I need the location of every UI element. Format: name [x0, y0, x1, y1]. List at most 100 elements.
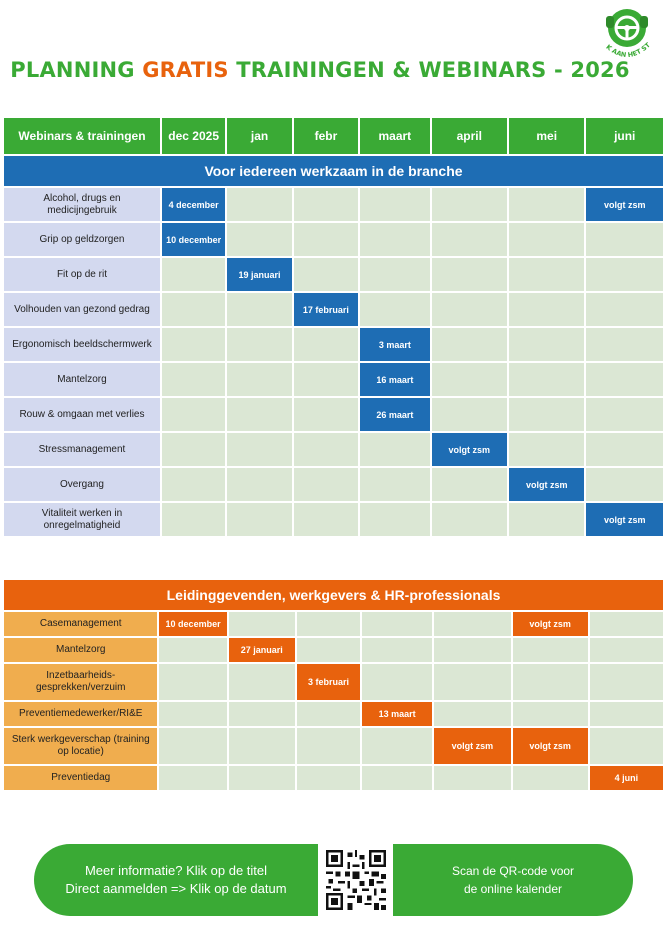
section-title: Voor iedereen werkzaam in de branche — [4, 156, 663, 186]
course-title-alcohol-drugs-en-medicijngebruik[interactable]: Alcohol, drugs en medicijngebruik — [4, 188, 160, 221]
header-course-column: Webinars & trainingen — [4, 118, 160, 154]
empty-cell — [296, 612, 361, 636]
empty-cell — [360, 503, 430, 536]
empty-cell — [589, 638, 663, 662]
course-row: Overgang volgt zsm — [4, 468, 663, 501]
event-date-cell[interactable]: 26 maart — [360, 398, 430, 431]
empty-cell — [434, 702, 511, 726]
course-row: Mantelzorg 27 januari — [4, 638, 663, 662]
course-title-rouw-omgaan-met-verlies[interactable]: Rouw & omgaan met verlies — [4, 398, 160, 431]
qr-code-icon[interactable] — [326, 850, 386, 910]
event-date-cell[interactable]: 13 maart — [362, 702, 433, 726]
empty-cell — [509, 433, 585, 466]
course-title-fit-op-de-rit[interactable]: Fit op de rit — [4, 258, 160, 291]
empty-cell — [509, 223, 585, 256]
more-info-banner[interactable]: Meer informatie? Klik op de titel Direct… — [34, 844, 318, 916]
header-month-febr: febr — [293, 118, 359, 154]
empty-cell — [589, 612, 663, 636]
course-title-mantelzorg[interactable]: Mantelzorg — [4, 363, 160, 396]
empty-cell — [509, 398, 585, 431]
course-title-grip-op-geldzorgen[interactable]: Grip op geldzorgen — [4, 223, 160, 256]
course-title-preventiedag[interactable]: Preventiedag — [4, 766, 158, 790]
course-title-sterk-werkgeverschap-training-op-locatie[interactable]: Sterk werkgeverschap (training op locati… — [4, 728, 158, 764]
course-row: Ergonomisch beeldschermwerk 3 maart — [4, 328, 663, 361]
course-title-inzetbaarheids-gesprekken-verzuim[interactable]: Inzetbaarheids-gesprekken/verzuim — [4, 664, 158, 700]
course-title-volhouden-van-gezond-gedrag[interactable]: Volhouden van gezond gedrag — [4, 293, 160, 326]
event-date-cell[interactable]: 3 maart — [360, 328, 430, 361]
header-month-juni: juni — [586, 118, 663, 154]
header-month-jan: jan — [227, 118, 292, 154]
course-title-vitaliteit-werken-in-onregelmatigheid[interactable]: Vitaliteit werken in onregelmatigheid — [4, 503, 160, 536]
empty-cell — [509, 328, 585, 361]
empty-cell — [293, 223, 359, 256]
empty-cell — [228, 664, 295, 700]
header-month-mei: mei — [509, 118, 585, 154]
title-part1: PLANNING — [10, 58, 143, 82]
empty-cell — [360, 293, 430, 326]
empty-cell — [512, 766, 588, 790]
schedule-table-managers: Leidinggevenden, werkgevers & HR-profess… — [2, 578, 665, 792]
course-title-ergonomisch-beeldschermwerk[interactable]: Ergonomisch beeldschermwerk — [4, 328, 160, 361]
event-date-cell[interactable]: volgt zsm — [586, 503, 663, 536]
event-date-cell[interactable]: volgt zsm — [512, 728, 588, 764]
empty-cell — [227, 433, 292, 466]
event-date-cell[interactable]: volgt zsm — [509, 468, 585, 501]
event-date-cell[interactable]: volgt zsm — [512, 612, 588, 636]
event-date-cell[interactable]: volgt zsm — [586, 188, 663, 221]
event-date-cell[interactable]: 4 juni — [589, 766, 663, 790]
event-date-cell[interactable]: 4 december — [161, 188, 226, 221]
empty-cell — [586, 258, 663, 291]
event-date-cell[interactable]: 27 januari — [228, 638, 295, 662]
event-date-cell[interactable]: 10 december — [161, 223, 226, 256]
course-title-preventiemedewerker-ri-e[interactable]: Preventiemedewerker/RI&E — [4, 702, 158, 726]
empty-cell — [509, 258, 585, 291]
qr-code-banner: Scan de QR-code voor de online kalender — [393, 844, 633, 916]
empty-cell — [434, 612, 511, 636]
empty-cell — [161, 293, 226, 326]
course-title-overgang[interactable]: Overgang — [4, 468, 160, 501]
empty-cell — [227, 188, 292, 221]
empty-cell — [431, 328, 507, 361]
empty-cell — [509, 363, 585, 396]
more-info-text: Meer informatie? Klik op de titel — [84, 863, 268, 878]
event-date-cell[interactable]: 3 februari — [296, 664, 361, 700]
empty-cell — [161, 363, 226, 396]
course-row: Preventiedag 4 juni — [4, 766, 663, 790]
empty-cell — [293, 398, 359, 431]
empty-cell — [589, 664, 663, 700]
empty-cell — [434, 664, 511, 700]
empty-cell — [589, 702, 663, 726]
empty-cell — [228, 766, 295, 790]
section-banner-row: Voor iedereen werkzaam in de branche — [4, 156, 663, 186]
empty-cell — [431, 258, 507, 291]
event-date-cell[interactable]: volgt zsm — [434, 728, 511, 764]
empty-cell — [431, 398, 507, 431]
empty-cell — [161, 503, 226, 536]
empty-cell — [360, 433, 430, 466]
empty-cell — [296, 728, 361, 764]
event-date-cell[interactable]: 16 maart — [360, 363, 430, 396]
empty-cell — [360, 223, 430, 256]
course-title-casemanagement[interactable]: Casemanagement — [4, 612, 158, 636]
empty-cell — [228, 702, 295, 726]
empty-cell — [512, 702, 588, 726]
qr-text-line1: Scan de QR-code voor — [451, 864, 575, 878]
event-date-cell[interactable]: 19 januari — [227, 258, 292, 291]
title-part2: TRAININGEN & WEBINARS - 2026 — [228, 58, 630, 82]
empty-cell — [360, 468, 430, 501]
course-title-stressmanagement[interactable]: Stressmanagement — [4, 433, 160, 466]
empty-cell — [589, 728, 663, 764]
course-title-mantelzorg[interactable]: Mantelzorg — [4, 638, 158, 662]
empty-cell — [161, 433, 226, 466]
empty-cell — [434, 638, 511, 662]
register-text: Direct aanmelden => Klik op de datum — [65, 881, 287, 896]
empty-cell — [159, 766, 227, 790]
title-accent: GRATIS — [142, 58, 229, 82]
event-date-cell[interactable]: 17 februari — [293, 293, 359, 326]
event-date-cell[interactable]: 10 december — [159, 612, 227, 636]
course-row: Stressmanagement volgt zsm — [4, 433, 663, 466]
empty-cell — [586, 433, 663, 466]
qr-text-line2: de online kalender — [463, 882, 563, 896]
event-date-cell[interactable]: volgt zsm — [431, 433, 507, 466]
